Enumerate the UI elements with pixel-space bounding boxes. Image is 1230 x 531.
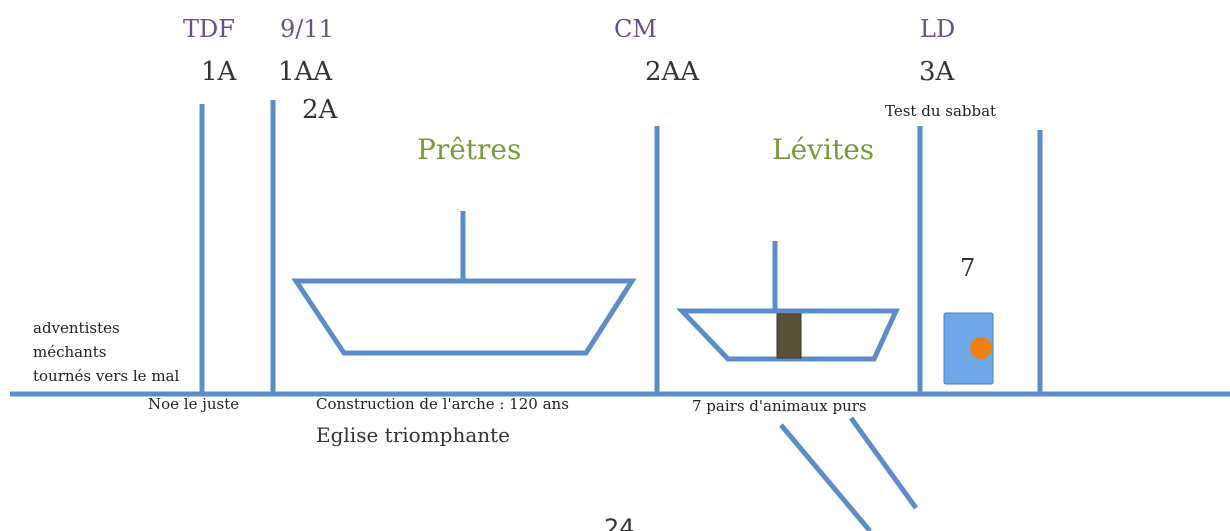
ark-large [291, 278, 637, 356]
label-2a: 2A [302, 95, 338, 125]
orange-dot [970, 337, 992, 359]
label-wicked: méchants [33, 343, 107, 361]
sabbath-box [943, 312, 994, 385]
diagonal-line-right [848, 416, 919, 510]
label-turned-to-evil: tournés vers le mal [33, 367, 180, 385]
label-1aa: 1AA [278, 57, 333, 87]
label-levites: Lévites [772, 133, 875, 166]
label-3a: 3A [919, 57, 955, 87]
label-ark-construction: Construction de l'arche : 120 ans [316, 395, 569, 413]
ark-small [676, 308, 900, 362]
label-2aa: 2AA [645, 57, 700, 87]
ark-door [776, 313, 802, 359]
label-triumphant-church: Eglise triomphante [316, 423, 511, 447]
label-adventists: adventistes [33, 319, 120, 337]
label-clean-animals: 7 pairs d'animaux purs [692, 397, 867, 415]
label-seven: 7 [960, 254, 976, 282]
label-tdf: TDF [183, 15, 235, 43]
label-ld: LD [920, 15, 956, 43]
diagonal-line-left [779, 423, 872, 531]
label-1a: 1A [201, 57, 237, 87]
label-sabbath-test: Test du sabbat [885, 102, 997, 120]
page-number: 24 [604, 514, 635, 531]
label-noah: Noe le juste [148, 395, 240, 413]
label-cm: CM [614, 15, 657, 43]
label-priests: Prêtres [417, 133, 522, 166]
label-9-11: 9/11 [280, 15, 334, 43]
